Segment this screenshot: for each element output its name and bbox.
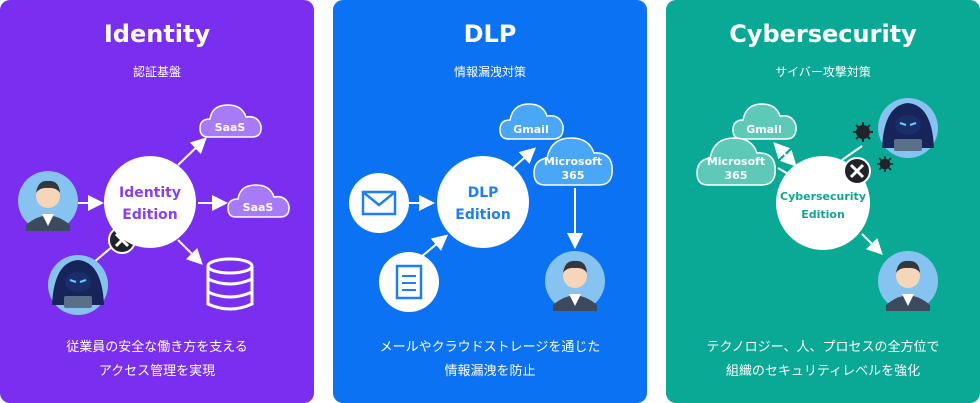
identity-diagram: Identity Edition SaaS SaaS xyxy=(18,104,290,315)
document-icon xyxy=(379,252,439,312)
desc-line-1: 従業員の安全な働き方を支える xyxy=(66,340,248,355)
edition-circle xyxy=(104,156,196,248)
panel-subtitle: 情報漏洩対策 xyxy=(453,65,526,79)
edition-label-1: Cybersecurity xyxy=(780,190,866,203)
block-x-icon xyxy=(843,157,871,185)
cyber-diagram: Gmail Microsoft 365 Cybersecurity Editio… xyxy=(696,98,938,311)
user-avatar-icon xyxy=(18,171,78,231)
virus-icon xyxy=(877,156,893,172)
cloud-label-1: Microsoft xyxy=(544,155,602,168)
panel-description: 従業員の安全な働き方を支える アクセス管理を実現 xyxy=(0,336,314,384)
panel-title: Identity xyxy=(103,20,211,48)
user-avatar-icon xyxy=(545,251,605,311)
cybersecurity-panel: Cybersecurity サイバー攻撃対策 Gmail Microsoft 3… xyxy=(666,0,980,403)
desc-line-2: アクセス管理を実現 xyxy=(98,364,216,379)
edition-circle xyxy=(437,156,529,248)
identity-panel: Identity 認証基盤 xyxy=(0,0,314,403)
edition-label-2: Edition xyxy=(801,208,845,221)
desc-line-1: メールやクラウドストレージを通じた xyxy=(379,340,601,355)
hacker-icon xyxy=(878,98,938,158)
panel-description: テクノロジー、人、プロセスの全方位で 組織のセキュリティレベルを強化 xyxy=(666,336,980,384)
cloud-label: SaaS xyxy=(215,121,246,134)
cloud-label: Gmail xyxy=(513,123,548,136)
edition-label-2: Edition xyxy=(122,207,177,223)
cloud-label-2: 365 xyxy=(725,169,748,182)
dlp-diagram: DLP Edition Gmail Microsoft 365 xyxy=(349,103,613,312)
user-avatar-icon xyxy=(878,251,938,311)
saas-cloud-1: SaaS xyxy=(199,104,262,138)
cloud-label-2: 365 xyxy=(562,169,585,182)
dlp-panel: DLP 情報漏洩対策 DLP Edition Gmail xyxy=(333,0,647,403)
cloud-label: Gmail xyxy=(746,123,781,136)
desc-line-2: 情報漏洩を防止 xyxy=(444,364,536,379)
edition-label-1: DLP xyxy=(468,185,499,201)
saas-cloud-2: SaaS xyxy=(227,184,290,218)
edition-label-2: Edition xyxy=(455,207,510,223)
cloud-label-1: Microsoft xyxy=(707,155,765,168)
microsoft-cloud: Microsoft 365 xyxy=(696,137,776,186)
mail-icon xyxy=(349,173,409,233)
cloud-label: SaaS xyxy=(243,201,274,214)
hacker-icon xyxy=(48,255,108,315)
database-icon xyxy=(206,257,254,311)
gmail-cloud: Gmail xyxy=(732,103,797,140)
panel-description: メールやクラウドストレージを通じた 情報漏洩を防止 xyxy=(333,336,647,384)
desc-line-2: 組織のセキュリティレベルを強化 xyxy=(725,364,921,379)
desc-line-1: テクノロジー、人、プロセスの全方位で xyxy=(706,340,940,355)
gmail-cloud: Gmail xyxy=(499,103,564,140)
panel-subtitle: 認証基盤 xyxy=(132,65,181,79)
virus-icon xyxy=(853,122,873,142)
panel-title: DLP xyxy=(463,20,517,48)
panel-subtitle: サイバー攻撃対策 xyxy=(775,65,871,79)
microsoft-cloud: Microsoft 365 xyxy=(533,137,613,186)
edition-label-1: Identity xyxy=(119,185,181,201)
panel-title: Cybersecurity xyxy=(729,20,917,48)
